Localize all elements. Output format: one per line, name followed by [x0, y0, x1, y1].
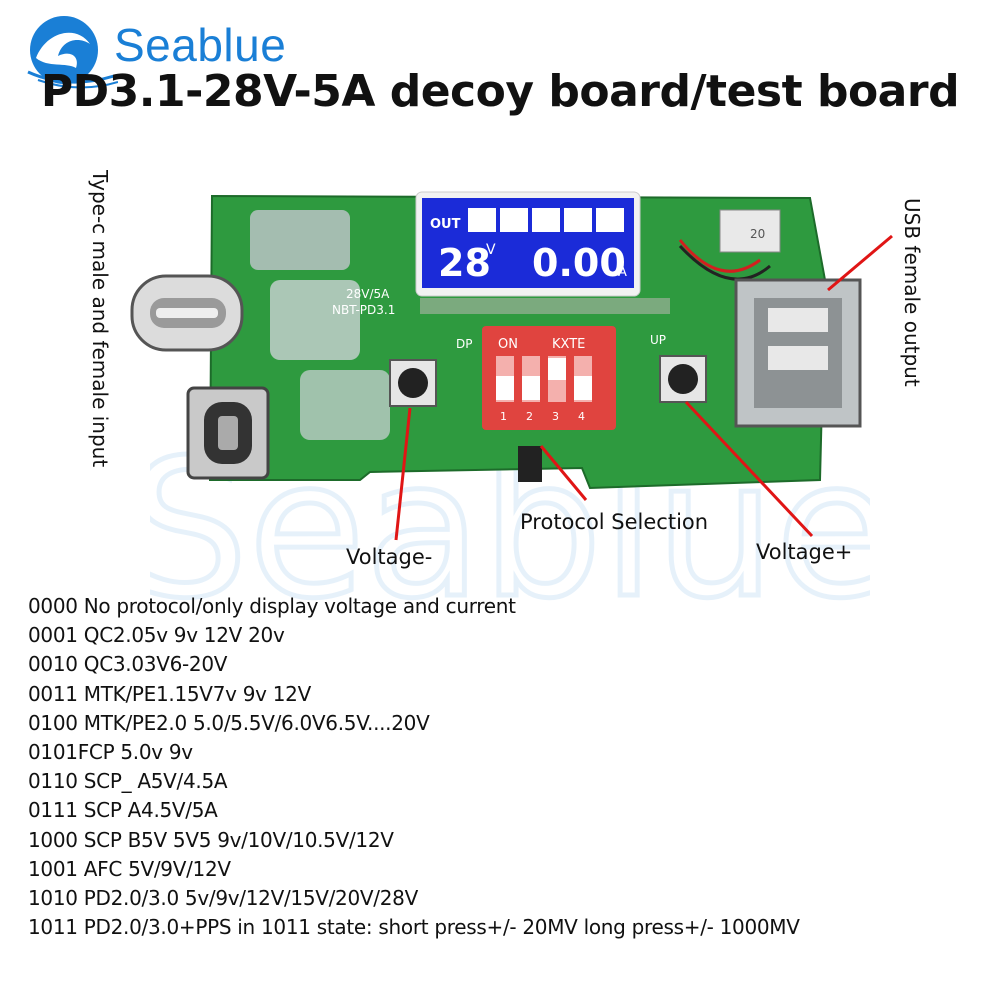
voltage-minus-button: [389, 359, 437, 407]
board-illustration: OUT 28 V 0.00 A 28V/5A NBT-PD3.1 DP UP O…: [130, 191, 862, 490]
voltage-plus-button: [659, 355, 707, 403]
list-item: 1001 AFC 5V/9V/12V: [28, 856, 231, 881]
dip-on-label: ON: [498, 337, 518, 352]
solder-patch: [300, 370, 390, 440]
dip-number-3: 3: [552, 410, 559, 423]
list-item: 0011 MTK/PE1.15V7v 9v 12V: [28, 681, 311, 706]
silkscreen-model: 28V/5A: [346, 287, 390, 301]
solder-patch: [270, 280, 360, 360]
list-item: 0100 MTK/PE2.0 5.0/5.5V/6.0V6.5V....20V: [28, 710, 430, 735]
voltage-minus-label: Voltage-: [346, 545, 433, 569]
list-item: 0111 SCP A4.5V/5A: [28, 798, 218, 823]
lcd-out-label: OUT: [430, 217, 461, 232]
pin-header: [420, 298, 670, 314]
voltage-plus-arrow: [684, 400, 814, 538]
voltage-plus-label: Voltage+: [756, 540, 853, 564]
voltage-minus-arrow: [394, 407, 412, 541]
dip-number-1: 1: [500, 410, 507, 423]
lcd-current-unit: A: [618, 265, 627, 280]
dip-switch: ON KXTE 1 2 3 4: [482, 326, 616, 430]
silkscreen-dp: DP: [456, 337, 472, 351]
list-item: 1011 PD2.0/3.0+PPS in 1011 state: short …: [28, 915, 800, 940]
brand-name: Seablue: [114, 19, 287, 71]
silkscreen-up: UP: [650, 333, 666, 347]
protocol-arrow: [539, 445, 588, 501]
list-item: 0110 SCP_ A5V/4.5A: [28, 769, 228, 794]
small-header: [518, 446, 542, 482]
list-item: 0101FCP 5.0v 9v: [28, 740, 193, 765]
dip-number-2: 2: [526, 410, 533, 423]
usb-female-connector: [734, 278, 862, 428]
solder-patch: [250, 210, 350, 270]
list-item: 0000 No protocol/only display voltage an…: [28, 594, 516, 618]
connector-label: 20: [750, 227, 765, 241]
dip-number-4: 4: [578, 410, 585, 423]
brand-logo: Seablue: [18, 10, 318, 90]
list-item: 1010 PD2.0/3.0 5v/9v/12V/15V/20V/28V: [28, 886, 418, 911]
lcd-display: OUT 28 V 0.00 A: [415, 191, 641, 297]
lcd-voltage-unit: V: [486, 242, 496, 258]
list-item: 1000 SCP B5V 5V5 9v/10V/10.5V/12V: [28, 827, 394, 852]
jst-connector: [719, 209, 781, 253]
protocol-selection-label: Protocol Selection: [520, 510, 709, 534]
list-item: 0010 QC3.03V6-20V: [28, 652, 228, 677]
dip-brand-label: KXTE: [552, 337, 585, 352]
output-arrow: [827, 234, 893, 292]
wave-logo-icon: [27, 16, 118, 89]
lcd-current: 0.00: [532, 241, 626, 285]
silkscreen-model-2: NBT-PD3.1: [332, 303, 395, 317]
list-item: 0001 QC2.05v 9v 12V 20v: [28, 623, 285, 648]
page-title: PD3.1-28V-5A decoy board/test board: [40, 66, 960, 117]
protocol-list: 0000 No protocol/only display voltage an…: [28, 592, 800, 942]
lcd-voltage: 28: [438, 241, 491, 285]
